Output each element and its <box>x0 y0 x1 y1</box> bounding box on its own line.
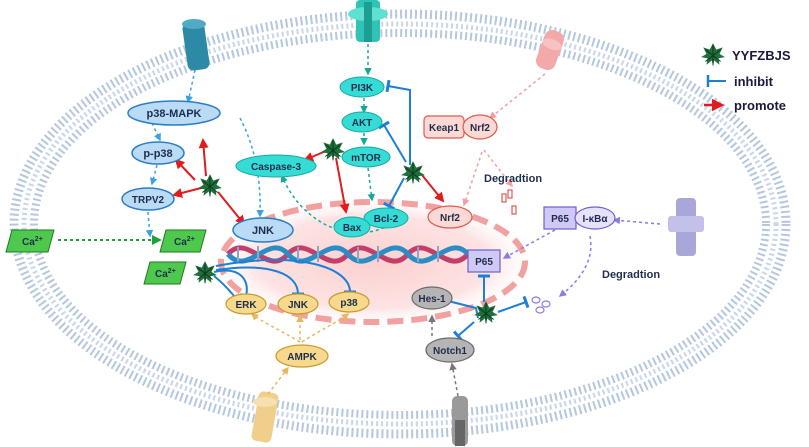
node-p65-nuclear-label: P65 <box>475 257 493 268</box>
node-p38: p38 <box>328 291 370 313</box>
receptor-bottom-left <box>251 391 279 443</box>
node-mtor-label: mTOR <box>351 153 382 164</box>
node-keap1-label: Keap1 <box>429 123 459 134</box>
node-ampk-label: AMPK <box>287 352 317 363</box>
node-erk: ERK <box>225 293 267 315</box>
node-nrf2-label: Nrf2 <box>440 213 460 224</box>
node-jnk-label: JNK <box>288 300 309 311</box>
legend-inhibit-icon <box>706 75 726 87</box>
node-akt: AKT <box>341 111 383 133</box>
node-trpv2: TRPV2 <box>121 187 175 211</box>
svg-text:Ca2+: Ca2+ <box>22 236 43 248</box>
degradation-top-label: Degradtion <box>484 173 542 185</box>
receptor-top-left <box>182 19 210 71</box>
node-jnk: JNK <box>277 293 319 315</box>
receptor-bottom-center <box>452 396 468 446</box>
node-hes1: Hes-1 <box>411 286 453 310</box>
svg-text:Ca2+: Ca2+ <box>155 268 176 280</box>
node-bcl2-label: Bcl-2 <box>374 214 399 225</box>
receptor-top-center <box>348 0 388 42</box>
node-notch1: Notch1 <box>425 337 475 363</box>
node-p65-nuclear: P65 <box>467 249 501 273</box>
node-p-p38-label: p-p38 <box>143 148 172 160</box>
node-caspase3-label: Caspase-3 <box>251 162 301 173</box>
calcium-lower-base: Ca <box>155 269 168 280</box>
node-nrf2-complex-label: Nrf2 <box>470 123 490 134</box>
node-pi3k-label: PI3K <box>351 83 374 94</box>
legend-herb-icon <box>700 42 726 68</box>
node-ikba-label: I-κBα <box>582 214 608 225</box>
node-p-p38: p-p38 <box>131 141 185 165</box>
node-bax-label: Bax <box>343 223 362 234</box>
node-p65-ikba: P65 I-κBα <box>543 206 616 230</box>
node-ampk: AMPK <box>275 344 329 368</box>
node-p38-mapk: p38-MAPK <box>127 100 221 126</box>
calcium-outer-base: Ca <box>22 237 35 248</box>
node-hes1-label: Hes-1 <box>418 294 446 305</box>
node-notch1-label: Notch1 <box>433 346 467 357</box>
node-p38-label: p38 <box>340 298 358 309</box>
node-trpv2-label: TRPV2 <box>132 195 165 206</box>
node-jnk-nuclear-label: JNK <box>252 225 274 237</box>
node-p65-cyto-label: P65 <box>551 214 569 225</box>
calcium-nuclear: Ca2+ <box>159 229 207 253</box>
node-erk-label: ERK <box>235 300 257 311</box>
legend-promote-label: promote <box>734 98 786 113</box>
svg-text:Ca2+: Ca2+ <box>174 236 195 248</box>
connections <box>58 44 661 397</box>
node-jnk-nuclear: JNK <box>232 217 294 243</box>
node-bcl2: Bcl-2 <box>363 207 409 229</box>
node-p38-mapk-label: p38-MAPK <box>146 108 201 120</box>
node-bax: Bax <box>333 216 371 238</box>
node-akt-label: AKT <box>352 118 373 129</box>
legend: YYFZBJS inhibit promote <box>700 42 791 113</box>
legend-inhibit-label: inhibit <box>734 74 774 89</box>
calcium-nuclear-charge: 2+ <box>187 236 195 243</box>
calcium-nuclear-base: Ca <box>174 237 187 248</box>
calcium-lower-charge: 2+ <box>168 268 176 275</box>
node-nrf2: Nrf2 <box>427 205 473 229</box>
calcium-outer: Ca2+ <box>5 229 55 253</box>
node-caspase3: Caspase-3 <box>235 154 317 178</box>
calcium-lower: Ca2+ <box>143 261 187 285</box>
receptor-right <box>668 198 704 256</box>
degraded-fragments-right <box>531 296 551 314</box>
node-pi3k: PI3K <box>339 76 385 98</box>
node-keap1-nrf2: Keap1 Nrf2 <box>423 114 498 140</box>
legend-herb-label: YYFZBJS <box>732 48 791 63</box>
node-mtor: mTOR <box>341 146 391 168</box>
degradation-right-label: Degradtion <box>602 269 660 281</box>
calcium-outer-charge: 2+ <box>35 236 43 243</box>
receptor-top-right <box>536 30 564 70</box>
degraded-fragments-top <box>501 189 517 215</box>
